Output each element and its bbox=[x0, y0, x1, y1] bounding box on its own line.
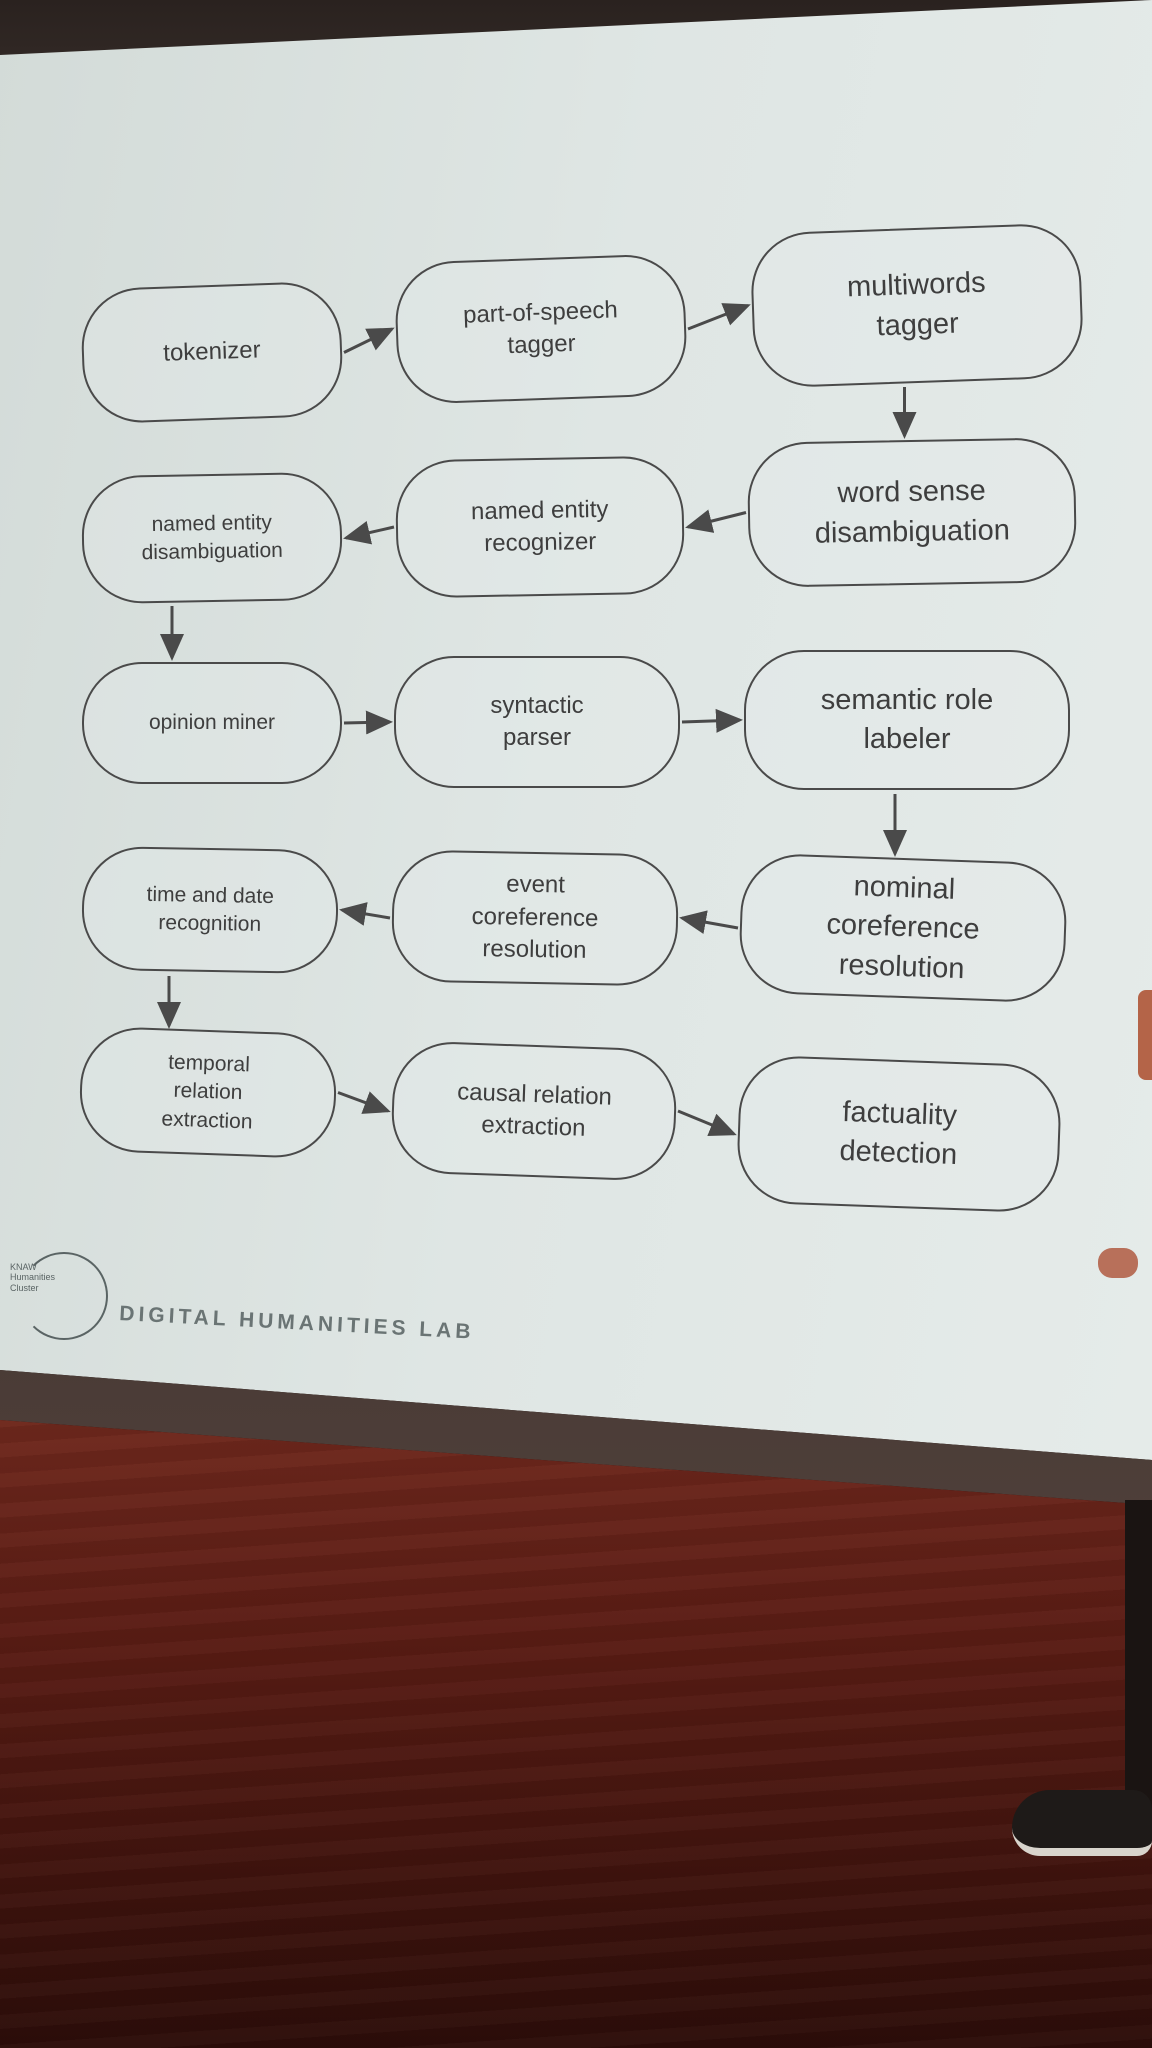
arrow-event-to-timedate bbox=[339, 902, 391, 926]
arrow-syntactic-to-srl bbox=[681, 708, 743, 733]
arrow-ner-to-ned bbox=[343, 520, 395, 545]
logo-text: KNAW Humanities Cluster bbox=[10, 1262, 56, 1293]
presenter-body bbox=[1138, 990, 1152, 1080]
arrow-tokenizer-to-pos bbox=[343, 327, 395, 354]
node-opinion-miner: opinion miner bbox=[82, 662, 342, 784]
node-syntactic-parser: syntactic parser bbox=[394, 656, 680, 788]
arrow-nominal-to-event bbox=[679, 910, 739, 935]
node-event-coreference-resolution: event coreference resolution bbox=[390, 849, 680, 987]
node-time-and-date-recognition: time and date recognition bbox=[80, 845, 340, 975]
node-multiwords-tagger: multiwords tagger bbox=[749, 222, 1085, 389]
node-word-sense-disambiguation: word sense disambiguation bbox=[746, 437, 1078, 588]
presenter-shoe bbox=[1012, 1790, 1152, 1856]
arrow-pos-to-multiwords bbox=[687, 303, 751, 331]
arrow-causal-to-factuality bbox=[677, 1109, 737, 1136]
presenter-hand bbox=[1098, 1248, 1138, 1278]
node-nominal-coreference-resolution: nominal coreference resolution bbox=[737, 852, 1069, 1004]
node-tokenizer: tokenizer bbox=[79, 280, 345, 425]
arrow-wsd-to-ner bbox=[685, 509, 747, 533]
node-named-entity-recognizer: named entity recognizer bbox=[394, 455, 686, 599]
node-factuality-detection: factuality detection bbox=[735, 1054, 1063, 1214]
presenter-leg bbox=[1125, 1500, 1152, 1830]
node-named-entity-disambiguation: named entity disambiguation bbox=[80, 471, 344, 605]
humanities-cluster-logo bbox=[20, 1252, 108, 1340]
node-temporal-relation-extraction: temporal relation extraction bbox=[77, 1025, 339, 1160]
arrow-temporal-to-causal bbox=[337, 1091, 391, 1114]
arrow-opinion-to-syntactic bbox=[343, 710, 393, 735]
node-part-of-speech-tagger: part-of-speech tagger bbox=[393, 252, 689, 406]
node-causal-relation-extraction: causal relation extraction bbox=[389, 1040, 679, 1182]
node-semantic-role-labeler: semantic role labeler bbox=[744, 650, 1070, 790]
